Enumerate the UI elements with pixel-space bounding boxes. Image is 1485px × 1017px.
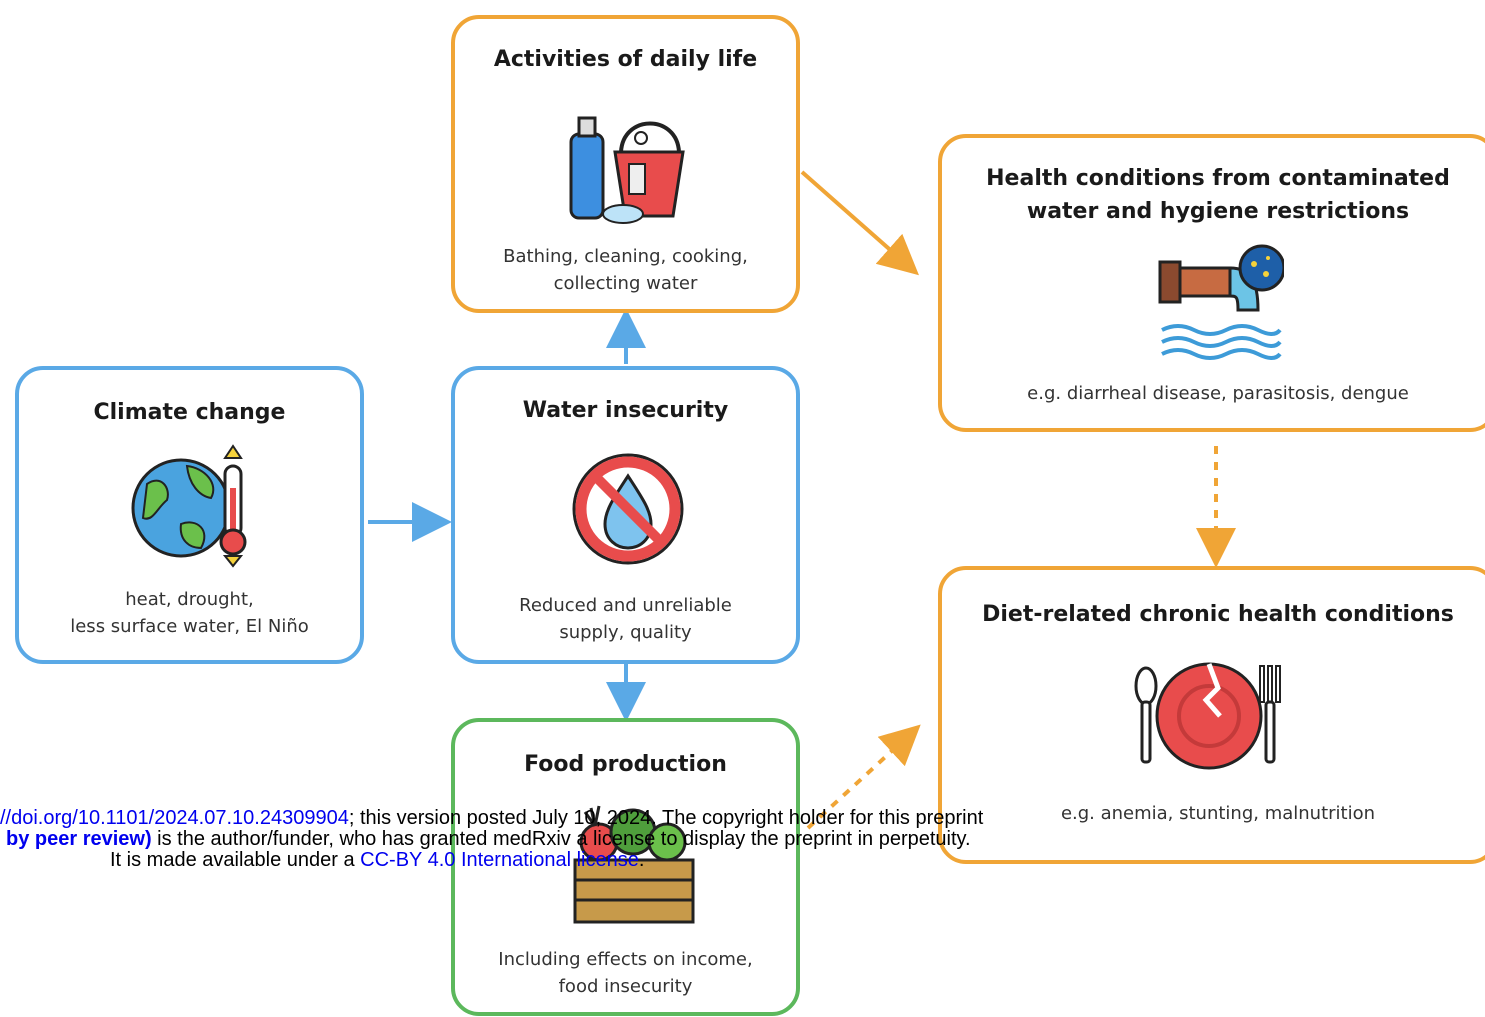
box-food-production: Food production Including effects on inc… xyxy=(451,718,800,1016)
health-water-description: e.g. diarrheal disease, parasitosis, den… xyxy=(1027,383,1409,404)
box-diet-chronic: Diet-related chronic health conditions e… xyxy=(938,566,1485,864)
diet-chronic-description: e.g. anemia, stunting, malnutrition xyxy=(1060,803,1376,824)
food-production-description: Including effects on income, food insecu… xyxy=(498,949,753,997)
climate-title: Climate change xyxy=(93,400,286,425)
contaminated-water-pipe-icon xyxy=(1158,244,1284,360)
box-daily-life: Activities of daily life Bathing, cleani… xyxy=(451,15,800,313)
watermark-line-3-pre: It is made available under a xyxy=(110,849,361,871)
watermark-doi-link[interactable]: //doi.org/10.1101/2024.07.10.24309904 xyxy=(0,807,349,829)
water-insecurity-description: Reduced and unreliable supply, quality xyxy=(519,595,732,643)
daily-life-title: Activities of daily life xyxy=(493,47,758,72)
watermark-line-1: //doi.org/10.1101/2024.07.10.24309904; t… xyxy=(0,808,983,829)
daily-life-description: Bathing, cleaning, cooking, collecting w… xyxy=(503,246,748,294)
watermark-line-3-post: . xyxy=(638,849,645,871)
health-water-title-line2: water and hygiene restrictions xyxy=(1026,199,1410,224)
water-insecurity-title: Water insecurity xyxy=(522,398,729,423)
climate-description: heat, drought, less surface water, El Ni… xyxy=(70,589,309,637)
globe-thermometer-icon xyxy=(131,444,247,568)
broken-plate-cutlery-icon xyxy=(1134,662,1281,770)
watermark-line-1-text: ; this version posted July 10, 2024. The… xyxy=(348,807,984,829)
produce-crate-icon xyxy=(573,805,695,924)
watermark-line-2: by peer review) is the author/funder, wh… xyxy=(6,829,971,850)
food-production-title: Food production xyxy=(524,752,727,777)
arrow-food-to-diet xyxy=(806,724,921,830)
box-climate-change: Climate change heat, drought, less surfa… xyxy=(15,366,364,664)
watermark-peer-review-text: by peer review) xyxy=(6,828,152,850)
cleaning-supplies-icon xyxy=(569,116,685,224)
box-health-water: Health conditions from contaminated wate… xyxy=(938,134,1485,432)
watermark-license-link[interactable]: CC-BY 4.0 International license xyxy=(360,849,639,871)
watermark-line-2-text: is the author/funder, who has granted me… xyxy=(151,828,971,850)
watermark-line-3: It is made available under a CC-BY 4.0 I… xyxy=(110,850,644,871)
box-water-insecurity: Water insecurity Reduced and unreliable … xyxy=(451,366,800,664)
no-water-drop-icon xyxy=(572,453,684,565)
arrow-daily-life-to-health xyxy=(800,170,919,276)
health-water-title-line1: Health conditions from contaminated xyxy=(986,166,1450,191)
diet-chronic-title: Diet-related chronic health conditions xyxy=(982,602,1454,627)
